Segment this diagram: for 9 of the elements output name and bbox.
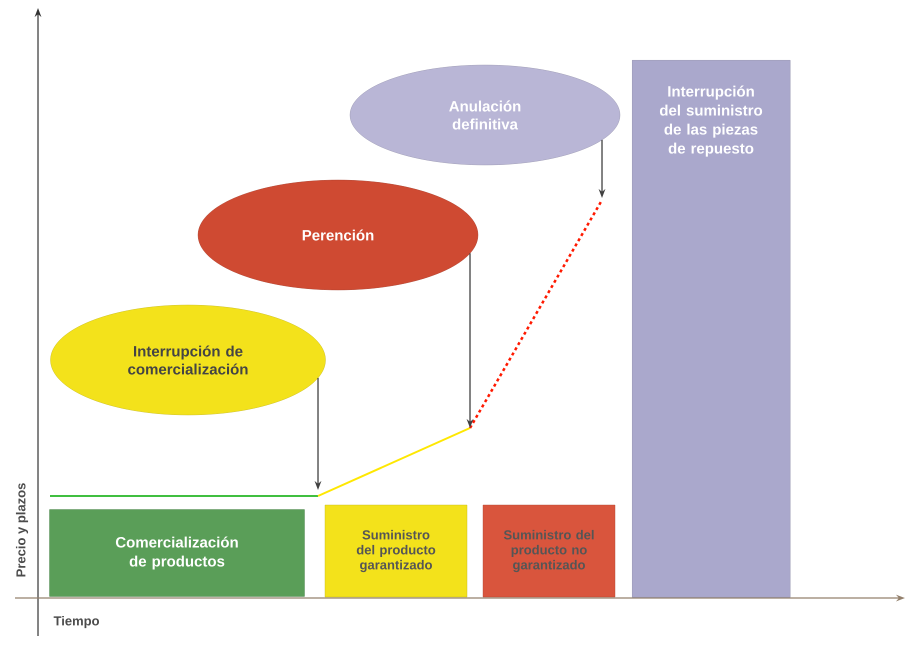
axis-label: Precio y plazos: [16, 483, 28, 576]
axis-label: Tiempo: [54, 616, 100, 628]
stage-box: Comercialización de productos: [49, 509, 305, 597]
stage-box: Interrupción del suministro de las piezas de repuesto: [632, 60, 790, 598]
stage-box: Suministro del producto garantizado: [324, 504, 468, 598]
oval: Interrupción de comercialización: [50, 304, 326, 416]
oval: Perención: [198, 180, 478, 290]
oval: Anulación definitiva: [350, 64, 620, 166]
stage-box: Suministro del producto no garantizado: [482, 504, 616, 598]
